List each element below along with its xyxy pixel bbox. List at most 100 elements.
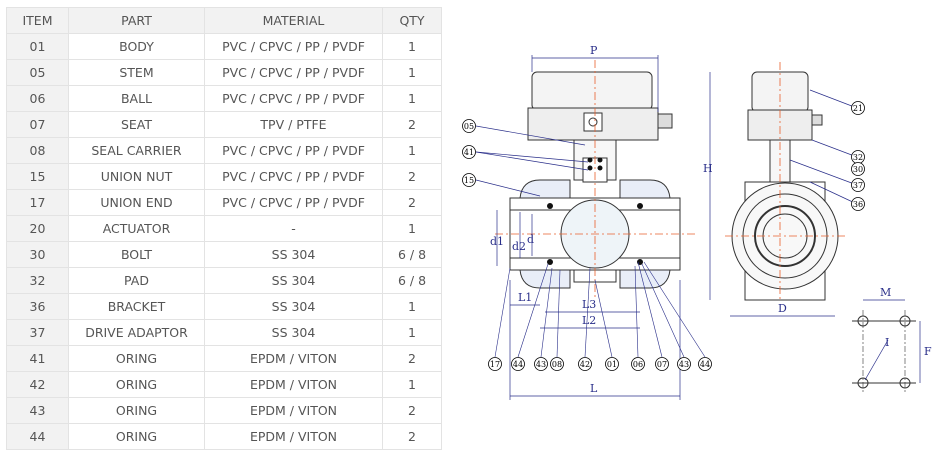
material-cell: SS 304: [204, 319, 383, 346]
dim-d: d: [527, 233, 534, 246]
material-cell: SS 304: [204, 267, 383, 294]
qty-cell: 6 / 8: [382, 241, 442, 268]
part-cell: ORING: [68, 423, 205, 450]
part-cell: BALL: [68, 85, 205, 112]
item-cell: 36: [6, 293, 69, 320]
callout-bubble: 17: [488, 357, 502, 371]
union-nut-top: [519, 179, 671, 199]
callout-number: 15: [464, 176, 474, 185]
item-cell: 41: [6, 345, 69, 372]
qty-cell: 2: [382, 423, 442, 450]
callout-bubble: 44: [698, 357, 712, 371]
material-cell: EPDM / VITON: [204, 397, 383, 424]
callout-bubble: 44: [511, 357, 525, 371]
dim-d2: d2: [512, 240, 526, 253]
material-cell: EPDM / VITON: [204, 345, 383, 372]
part-cell: UNION END: [68, 189, 205, 216]
callout-number: 42: [580, 360, 590, 369]
callout-bubble: 32: [851, 150, 865, 164]
callout-number: 44: [700, 360, 710, 369]
callout-number: 43: [536, 360, 546, 369]
callout-bubble: 43: [534, 357, 548, 371]
item-cell: 32: [6, 267, 69, 294]
item-cell: 15: [6, 163, 69, 190]
qty-cell: 1: [382, 319, 442, 346]
dim-L1: L1: [518, 291, 532, 304]
callout-bubble: 08: [550, 357, 564, 371]
callout-bubble: 36: [851, 197, 865, 211]
callout-bubble: 05: [462, 119, 476, 133]
qty-cell: 2: [382, 345, 442, 372]
qty-cell: 1: [382, 137, 442, 164]
qty-cell: 1: [382, 215, 442, 242]
material-cell: PVC / CPVC / PP / PVDF: [204, 163, 383, 190]
qty-cell: 1: [382, 33, 442, 60]
header-part: PART: [68, 7, 205, 34]
callout-bubble: 15: [462, 173, 476, 187]
callout-bubble: 37: [851, 178, 865, 192]
part-cell: DRIVE ADAPTOR: [68, 319, 205, 346]
qty-cell: 2: [382, 189, 442, 216]
actuator-connector: [657, 113, 673, 129]
item-cell: 05: [6, 59, 69, 86]
part-cell: SEAT: [68, 111, 205, 138]
qty-cell: 2: [382, 163, 442, 190]
part-cell: UNION NUT: [68, 163, 205, 190]
callout-number: 32: [853, 153, 863, 162]
qty-cell: 1: [382, 293, 442, 320]
dim-F: F: [924, 345, 932, 358]
callout-number: 05: [464, 122, 474, 131]
qty-cell: 1: [382, 85, 442, 112]
qty-cell: 1: [382, 371, 442, 398]
material-cell: PVC / CPVC / PP / PVDF: [204, 33, 383, 60]
callout-number: 17: [490, 360, 500, 369]
callout-number: 36: [853, 200, 863, 209]
dim-H: H: [703, 162, 713, 175]
dim-L: L: [590, 382, 598, 395]
dim-I: I: [885, 336, 889, 349]
callout-number: 41: [464, 148, 474, 157]
item-cell: 44: [6, 423, 69, 450]
union-nut-bottom: [519, 269, 671, 289]
material-cell: EPDM / VITON: [204, 423, 383, 450]
callout-bubble: 21: [851, 101, 865, 115]
qty-cell: 2: [382, 111, 442, 138]
material-cell: PVC / CPVC / PP / PVDF: [204, 189, 383, 216]
callout-number: 37: [853, 181, 863, 190]
item-cell: 43: [6, 397, 69, 424]
part-cell: ORING: [68, 371, 205, 398]
part-cell: STEM: [68, 59, 205, 86]
item-cell: 17: [6, 189, 69, 216]
callout-number: 30: [853, 165, 863, 174]
callout-bubble: 06: [631, 357, 645, 371]
part-cell: PAD: [68, 267, 205, 294]
header-item: ITEM: [6, 7, 69, 34]
item-cell: 07: [6, 111, 69, 138]
part-cell: BODY: [68, 33, 205, 60]
callout-number: 01: [607, 360, 617, 369]
callout-number: 44: [513, 360, 523, 369]
callout-bubble: 01: [605, 357, 619, 371]
dim-d1: d1: [490, 235, 504, 248]
actuator-indicator: [583, 112, 603, 132]
material-cell: -: [204, 215, 383, 242]
callout-bubble: 07: [655, 357, 669, 371]
part-cell: BOLT: [68, 241, 205, 268]
callout-number: 21: [853, 104, 863, 113]
material-cell: SS 304: [204, 241, 383, 268]
item-cell: 42: [6, 371, 69, 398]
callout-number: 07: [657, 360, 667, 369]
